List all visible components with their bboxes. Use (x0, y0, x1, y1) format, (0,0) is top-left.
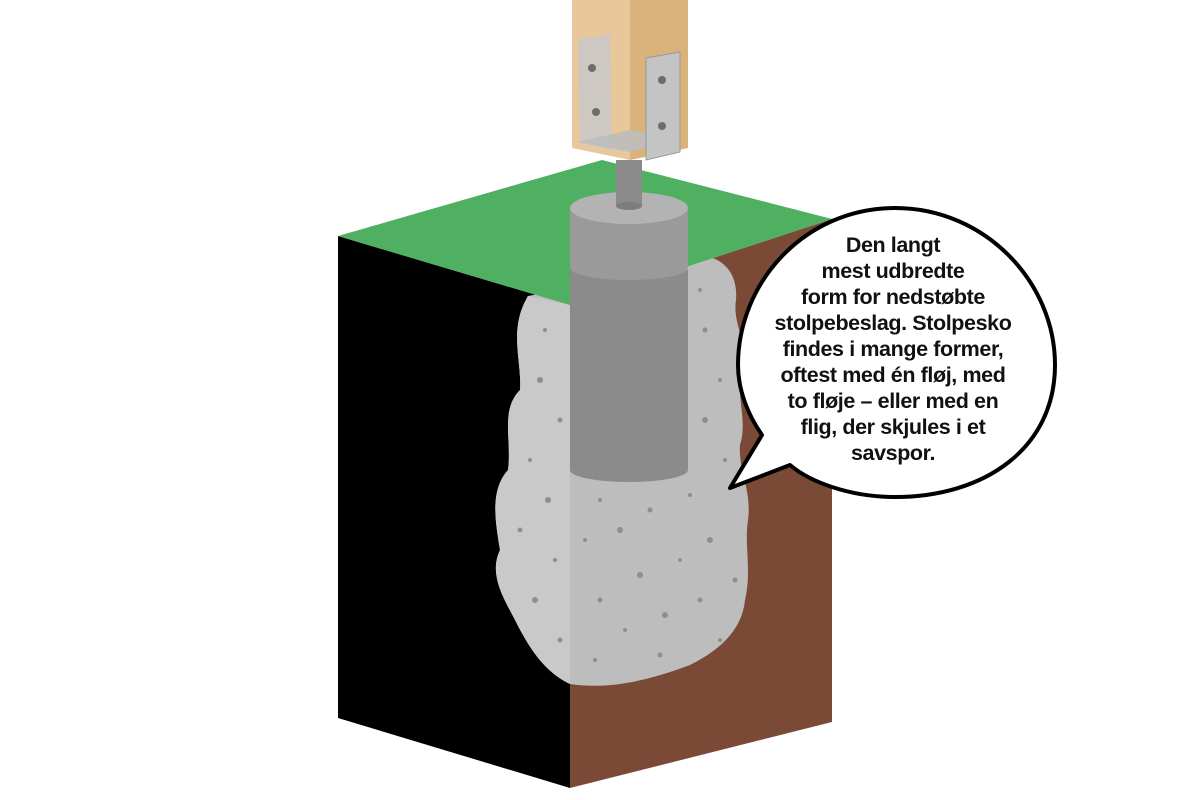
callout-line: form for nedstøbte (801, 285, 985, 309)
speech-bubble (728, 206, 1057, 499)
bracket-back-plate (578, 34, 612, 150)
post-bracket-icon (572, 0, 688, 161)
speech-bubble-icon (728, 206, 1057, 499)
concrete-front-shade (495, 296, 570, 684)
callout-line: findes i mange former, (782, 337, 1004, 361)
post-pipe-top (570, 160, 688, 280)
callout-line: stolpebeslag. Stolpesko (774, 311, 1012, 335)
bracket-front-plate (645, 51, 681, 161)
callout-line: flig, der skjules i et (800, 415, 986, 439)
callout-line: to fløje – eller med en (787, 389, 999, 413)
post-pipe-bottom (570, 458, 688, 482)
post-pipe-embedded (570, 270, 688, 470)
soil-front-face (338, 236, 570, 788)
callout-text: Den langt mest udbredte form for nedstøb… (758, 232, 1028, 466)
aggregate-dots (517, 288, 738, 662)
callout-line: Den langt (845, 233, 941, 257)
callout-line: oftest med én fløj, med (780, 363, 1006, 387)
callout-line: savspor. (850, 441, 936, 465)
callout-line: mest udbredte (821, 259, 965, 283)
